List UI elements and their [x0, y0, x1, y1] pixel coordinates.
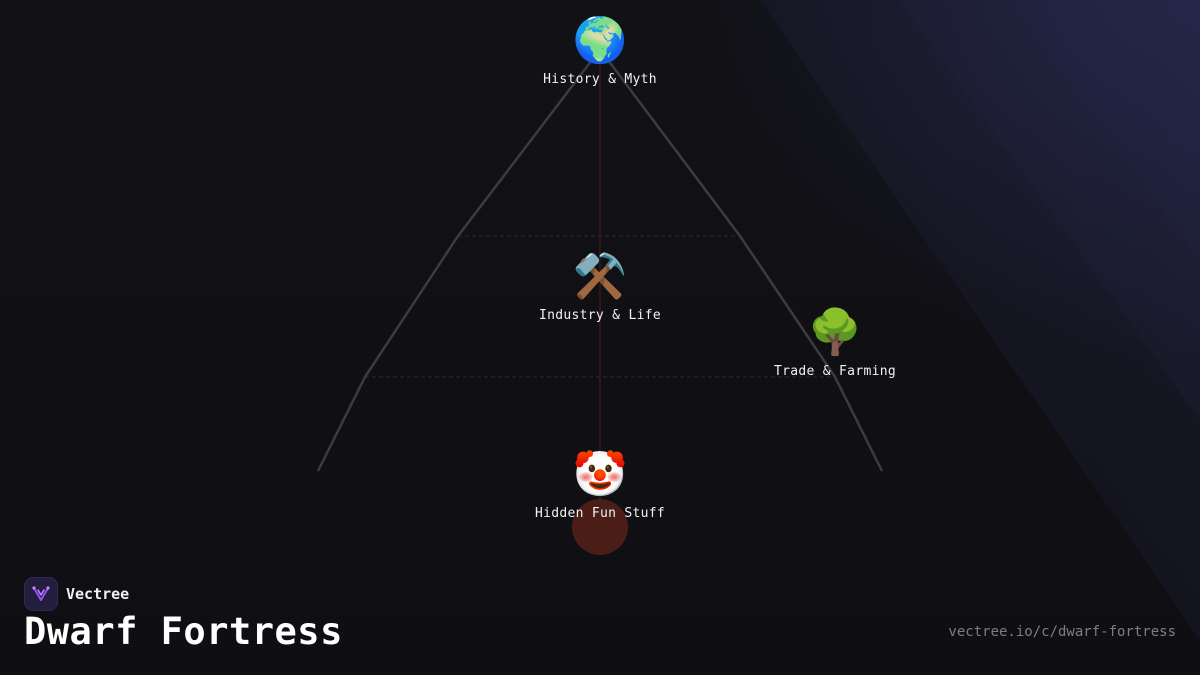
node-industry-life[interactable]: ⚒️ Industry & Life — [539, 250, 661, 323]
node-trade-farming[interactable]: 🌳 Trade & Farming — [774, 306, 896, 379]
node-label: History & Myth — [543, 72, 657, 87]
branch-left — [316, 59, 593, 472]
node-label: Trade & Farming — [774, 364, 896, 379]
page-title: Dwarf Fortress — [24, 610, 343, 653]
hammer-pick-icon: ⚒️ — [572, 251, 628, 302]
brand[interactable]: Vectree — [24, 577, 129, 611]
branch-right — [607, 59, 884, 472]
node-hidden-fun-stuff[interactable]: 🤡 Hidden Fun Stuff — [535, 448, 665, 521]
tree-icon: 🌳 — [807, 307, 863, 358]
vectree-logo-icon — [24, 577, 58, 611]
node-history-myth[interactable]: 🌍 History & Myth — [543, 14, 657, 87]
node-label: Hidden Fun Stuff — [534, 506, 666, 521]
node-label: Industry & Life — [539, 308, 661, 323]
clown-face-icon: 🤡 — [572, 449, 628, 500]
brand-name: Vectree — [66, 585, 130, 603]
root-node-glow — [572, 499, 628, 555]
page-url-link[interactable]: vectree.io/c/dwarf-fortress — [948, 624, 1176, 640]
globe-icon: 🌍 — [572, 15, 628, 66]
